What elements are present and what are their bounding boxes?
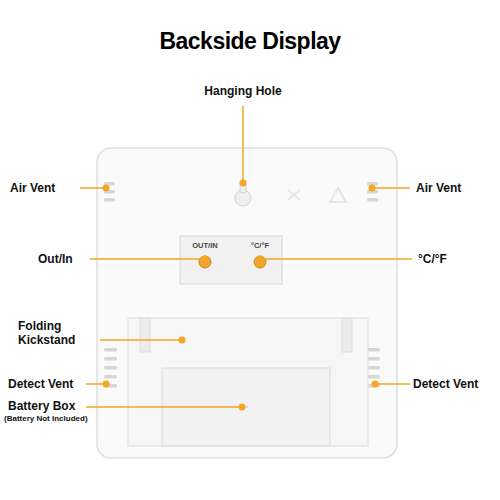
button-label: °C/°F (235, 241, 285, 250)
part-label: Detect Vent (413, 377, 497, 391)
part-label: Battery Box (8, 399, 84, 413)
molded-mark (288, 190, 300, 200)
part-label: °C/°F (418, 252, 478, 266)
molded-mark (330, 188, 346, 202)
part-label: Air Vent (416, 181, 496, 195)
kickstand-hinge (342, 318, 352, 352)
kickstand-hinge (140, 318, 150, 352)
part-label: Air Vent (10, 181, 80, 195)
button (199, 256, 211, 268)
device-body (97, 148, 397, 458)
note-label: (Battery Not Included) (4, 414, 124, 424)
part-label: Folding Kickstand (18, 319, 96, 348)
button (254, 256, 266, 268)
kickstand (128, 318, 368, 446)
part-label: Hanging Hole (170, 84, 316, 98)
title: Backside Display (0, 28, 500, 55)
leader-dots (103, 180, 379, 411)
part-label: Detect Vent (8, 377, 84, 391)
part-label: Out/In (38, 252, 88, 266)
button-label: OUT/IN (180, 241, 230, 250)
leader-lines (80, 106, 412, 407)
